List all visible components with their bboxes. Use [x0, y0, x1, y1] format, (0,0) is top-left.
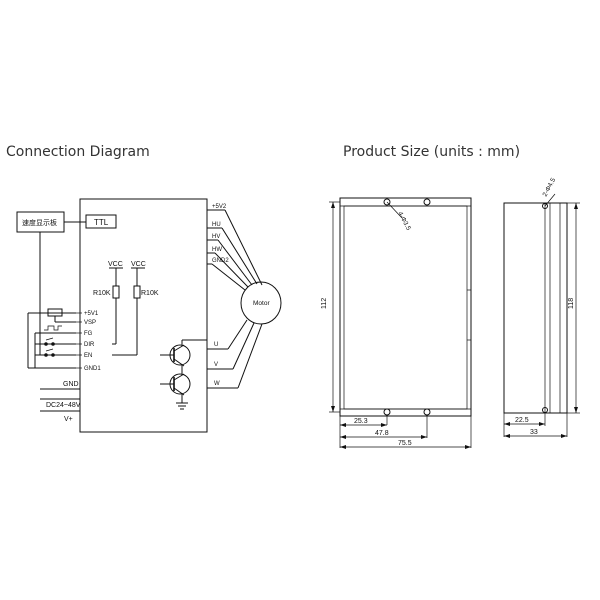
pin-u: U — [214, 342, 218, 348]
ttl-label: TTL — [94, 218, 109, 227]
connection-diagram-heading: Connection Diagram — [6, 144, 150, 160]
pin-fg: FG — [84, 331, 93, 337]
vplus-label: V+ — [64, 416, 73, 423]
mount-hole-4 — [423, 408, 431, 416]
mount-hole-1 — [383, 198, 391, 206]
pin-v: V — [214, 362, 218, 368]
front-view-inner — [343, 205, 468, 410]
controller-body — [79, 198, 208, 433]
height-side-label: 118 — [568, 298, 575, 309]
left-pins: +5V1 VSP FG DIR EN GND1 — [76, 311, 101, 372]
pin-dir: DIR — [84, 342, 95, 348]
mount-hole-3 — [383, 408, 391, 416]
product-size-drawing: 4-Φ3.5 112 25.3 47.8 75.5 2-Φ4.5 — [321, 177, 580, 449]
hole-offset-label: 25.3 — [354, 418, 368, 425]
side-hole-2 — [542, 407, 548, 413]
resistor-2-label: R10K — [141, 290, 159, 297]
pin-gnd1: GND1 — [84, 366, 101, 372]
display-board-label: 速度显示板 — [22, 218, 57, 227]
vcc-label-1: VCC — [108, 261, 123, 268]
width-total-label: 75.5 — [398, 440, 412, 447]
pin-en: EN — [84, 353, 92, 359]
pin-hv: HV — [212, 234, 220, 240]
product-size-heading: Product Size (units : mm) — [343, 144, 521, 160]
pull-up-resistors: VCC R10K VCC R10K — [93, 261, 159, 356]
connection-diagram: 速度显示板 TTL +5V1 VSP FG DIR EN GND1 — [16, 198, 282, 433]
output-transistors — [160, 339, 207, 410]
height-front-label: 112 — [321, 298, 328, 309]
pin-5v1: +5V1 — [84, 311, 99, 317]
pin-w: W — [214, 381, 220, 387]
pin-5v2: +5V2 — [212, 204, 227, 210]
supply-label: DC24~48V — [46, 402, 81, 409]
power-input: GND DC24~48V V+ — [40, 381, 81, 423]
hole-spacing-label: 47.8 — [375, 430, 389, 437]
mount-holes-label: 4-Φ3.5 — [396, 211, 412, 232]
side-inner-label: 22.5 — [515, 417, 529, 424]
motor — [240, 281, 282, 325]
pin-gnd2: GND2 — [212, 258, 229, 264]
side-width-label: 33 — [530, 429, 538, 436]
pin-vsp: VSP — [84, 320, 96, 326]
resistor-1-label: R10K — [93, 290, 111, 297]
resistor-1 — [112, 285, 120, 299]
gnd-label: GND — [63, 381, 79, 388]
pin-hw: HW — [212, 247, 222, 253]
side-holes-label: 2-Φ4.5 — [542, 177, 558, 198]
pin-hu: HU — [212, 222, 221, 228]
front-view-outline — [339, 197, 472, 417]
motor-label: Motor — [253, 300, 270, 307]
hall-pins: +5V2 HU HV HW GND2 — [207, 204, 263, 291]
side-hole-1 — [542, 203, 548, 209]
mount-hole-2 — [423, 198, 431, 206]
left-switch-network — [27, 308, 76, 369]
resistor-2 — [133, 285, 141, 299]
side-view-outline — [503, 202, 568, 414]
phase-pins: U V W — [207, 319, 263, 389]
vcc-label-2: VCC — [131, 261, 146, 268]
